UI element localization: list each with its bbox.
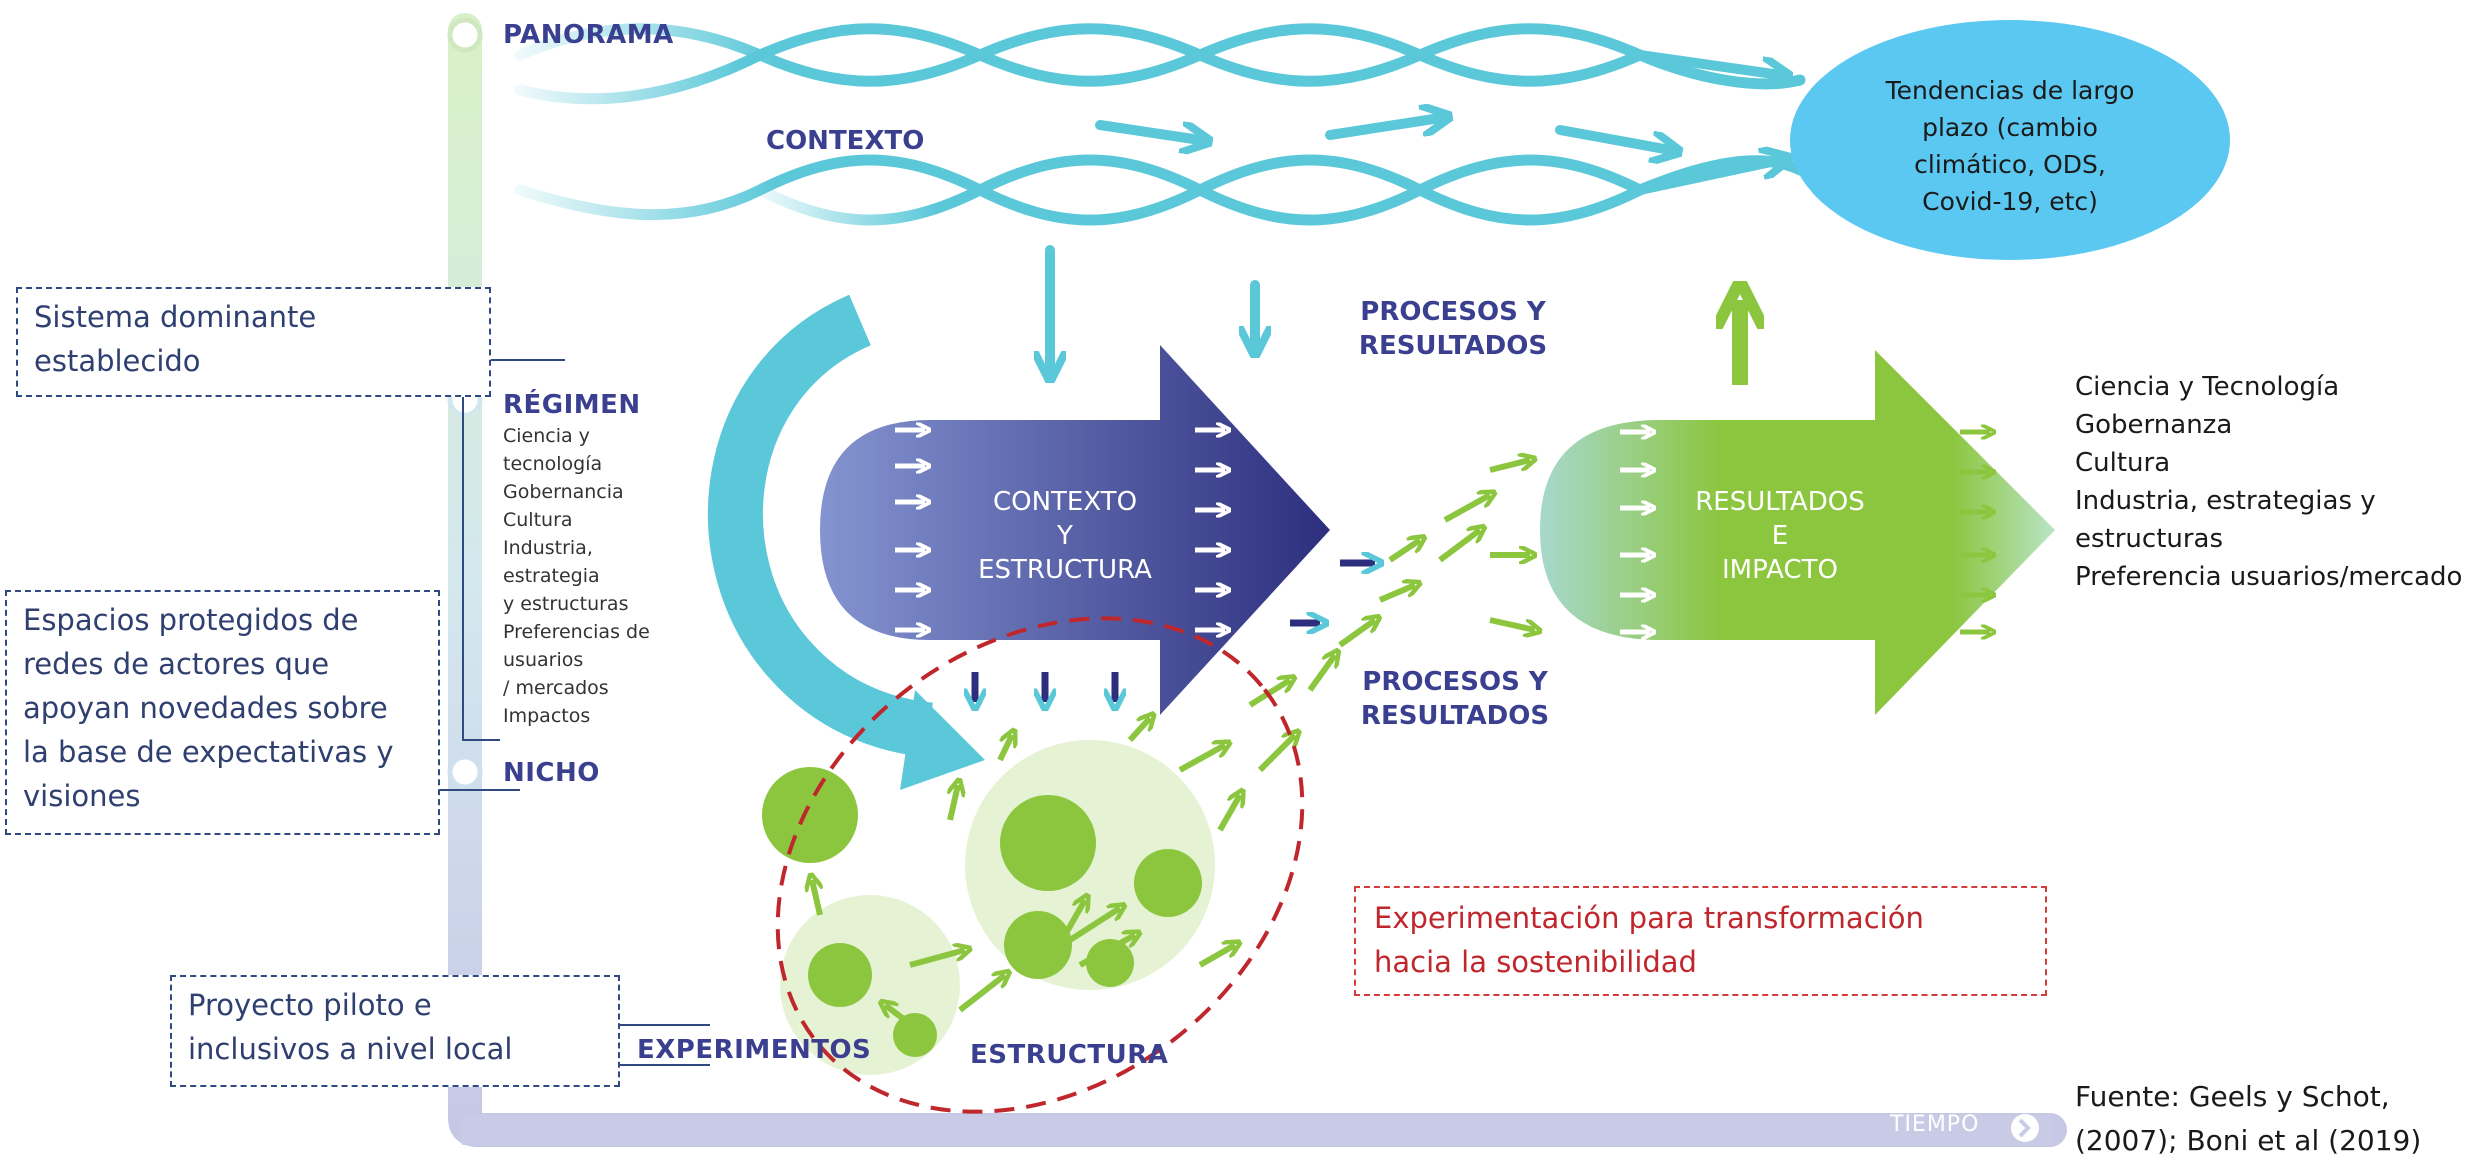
output-item: Ciencia y Tecnología — [2075, 372, 2340, 402]
navy-small-arrows — [975, 563, 1375, 702]
output-item: Cultura — [2075, 448, 2171, 478]
regimen-list: Ciencia y tecnología Gobernancia Cultura… — [503, 422, 663, 730]
output-item: Industria, estrategias y — [2075, 486, 2376, 516]
level-estructura: ESTRUCTURA — [970, 1040, 1169, 1070]
regimen-item: Cultura — [503, 509, 573, 531]
regimen-item: / mercados — [503, 677, 609, 699]
context-waves — [514, 23, 1806, 226]
regimen-item: estrategia — [503, 565, 600, 587]
experimentation-zone — [775, 616, 1305, 1114]
long-term-trends-ellipse — [1790, 20, 2230, 260]
callout-sistema-dominante: Sistema dominante establecido — [16, 287, 491, 397]
regimen-item: Gobernancia — [503, 481, 624, 503]
context-structure-arrow — [820, 345, 1330, 715]
level-experimentos: EXPERIMENTOS — [637, 1035, 872, 1065]
regimen-item: tecnología — [503, 453, 603, 475]
level-panorama: PANORAMA — [503, 20, 674, 50]
level-nicho: NICHO — [503, 758, 600, 788]
output-item: Gobernanza — [2075, 410, 2233, 440]
niche-bubbles — [762, 740, 1215, 1075]
outputs-list: Ciencia y Tecnología Gobernanza Cultura … — [2075, 368, 2470, 596]
level-regimen: RÉGIMEN — [503, 390, 641, 420]
niche-arrows — [812, 460, 1535, 1023]
chevron-right-icon — [2011, 1114, 2039, 1142]
callout-connectors — [440, 359, 710, 1066]
regimen-item: y estructuras — [503, 593, 629, 615]
time-axis — [448, 13, 2067, 1147]
contexto-estructura-label: CONTEXTO Y ESTRUCTURA — [978, 487, 1152, 585]
regimen-item: Ciencia y — [503, 425, 590, 447]
context-arrows — [1050, 50, 1780, 370]
output-item: Preferencia usuarios/mercado — [2075, 562, 2463, 592]
output-item: estructuras — [2075, 524, 2224, 554]
level-markers — [447, 17, 483, 790]
callout-espacios-protegidos: Espacios protegidos de redes de actores … — [5, 590, 440, 835]
procesos-resultados-top: PROCESOS Y RESULTADOS — [1358, 297, 1548, 361]
callout-experimentacion: Experimentación para transformación haci… — [1354, 886, 2047, 996]
regimen-item: Industria, — [503, 537, 593, 559]
regimen-item: usuarios — [503, 649, 584, 671]
tiempo-label: TIEMPO — [1890, 1112, 1980, 1137]
source-citation: Fuente: Geels y Schot, (2007); Boni et a… — [2075, 1080, 2422, 1157]
regimen-item: Preferencias de — [503, 621, 650, 643]
contexto-label: CONTEXTO — [766, 126, 925, 156]
regimen-item: Impactos — [503, 705, 591, 727]
tendencias-label: Tendencias de largo plazo (cambio climát… — [1885, 76, 2135, 216]
feedback-curve-arrow — [707, 294, 985, 790]
results-impact-arrow — [1540, 300, 2055, 715]
procesos-resultados-bottom: PROCESOS Y RESULTADOS — [1360, 667, 1550, 731]
resultados-impacto-label: RESULTADOS E IMPACTO — [1695, 487, 1865, 585]
callout-proyecto-piloto: Proyecto piloto e inclusivos a nivel loc… — [170, 975, 620, 1087]
